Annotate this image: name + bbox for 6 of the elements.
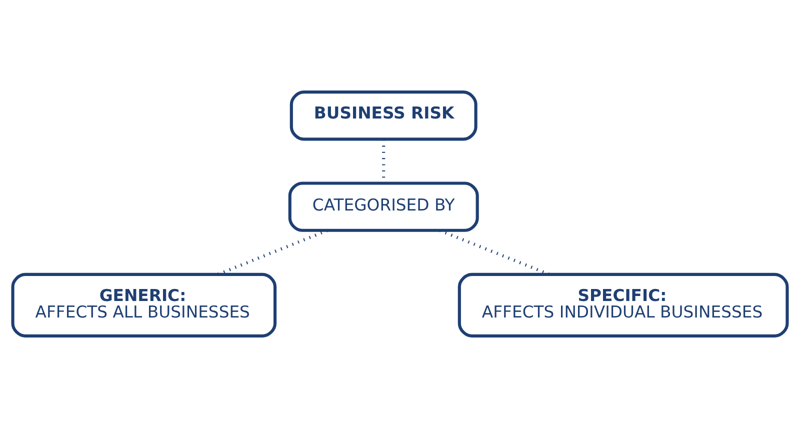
connector (217, 229, 328, 276)
node-box: SPECIFIC: AFFECTS INDIVIDUAL BUSINESSES (458, 272, 789, 338)
connector (439, 229, 550, 276)
node-box: BUSINESS RISK (290, 90, 478, 141)
node-box: CATEGORISED BY (288, 182, 479, 232)
node-box: GENERIC: AFFECTS ALL BUSINESSES (11, 272, 277, 338)
